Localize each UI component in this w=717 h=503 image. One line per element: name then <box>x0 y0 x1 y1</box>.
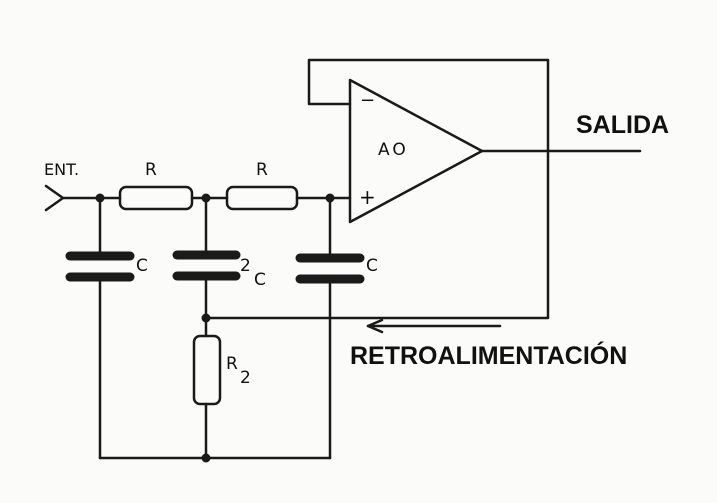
opamp-minus-sign: − <box>360 90 376 111</box>
capacitor-2-subscript: C <box>254 270 266 290</box>
resistor-r2-label: R <box>226 354 238 374</box>
opamp-label: AO <box>378 140 409 160</box>
resistor-r1 <box>118 185 194 211</box>
junction-dot <box>201 193 211 203</box>
capacitor-3-label: C <box>366 256 378 276</box>
input-arrow <box>44 184 65 212</box>
opamp-triangle <box>348 78 484 224</box>
resistor-r2 <box>192 334 222 406</box>
opamp-plus-sign: + <box>359 185 376 209</box>
junction-dot <box>201 453 211 463</box>
capacitor-1-label: C <box>136 256 148 276</box>
resistor-2-label: R <box>256 160 268 180</box>
junction-dot <box>325 193 335 203</box>
follower-feedback-wire <box>204 58 550 320</box>
output-label: SALIDA <box>576 111 670 139</box>
resistor-1-label: R <box>145 160 157 180</box>
input-label: ENT. <box>44 160 80 179</box>
resistor-r2-subscript: 2 <box>240 368 251 388</box>
junction-dot <box>95 193 105 203</box>
capacitor-2-label: 2 <box>240 256 251 276</box>
junction-dot <box>201 313 211 323</box>
feedback-label: RETROALIMENTACIÓN <box>350 342 628 370</box>
feedback-arrow-head <box>366 318 384 334</box>
resistor-r <box>225 185 299 211</box>
